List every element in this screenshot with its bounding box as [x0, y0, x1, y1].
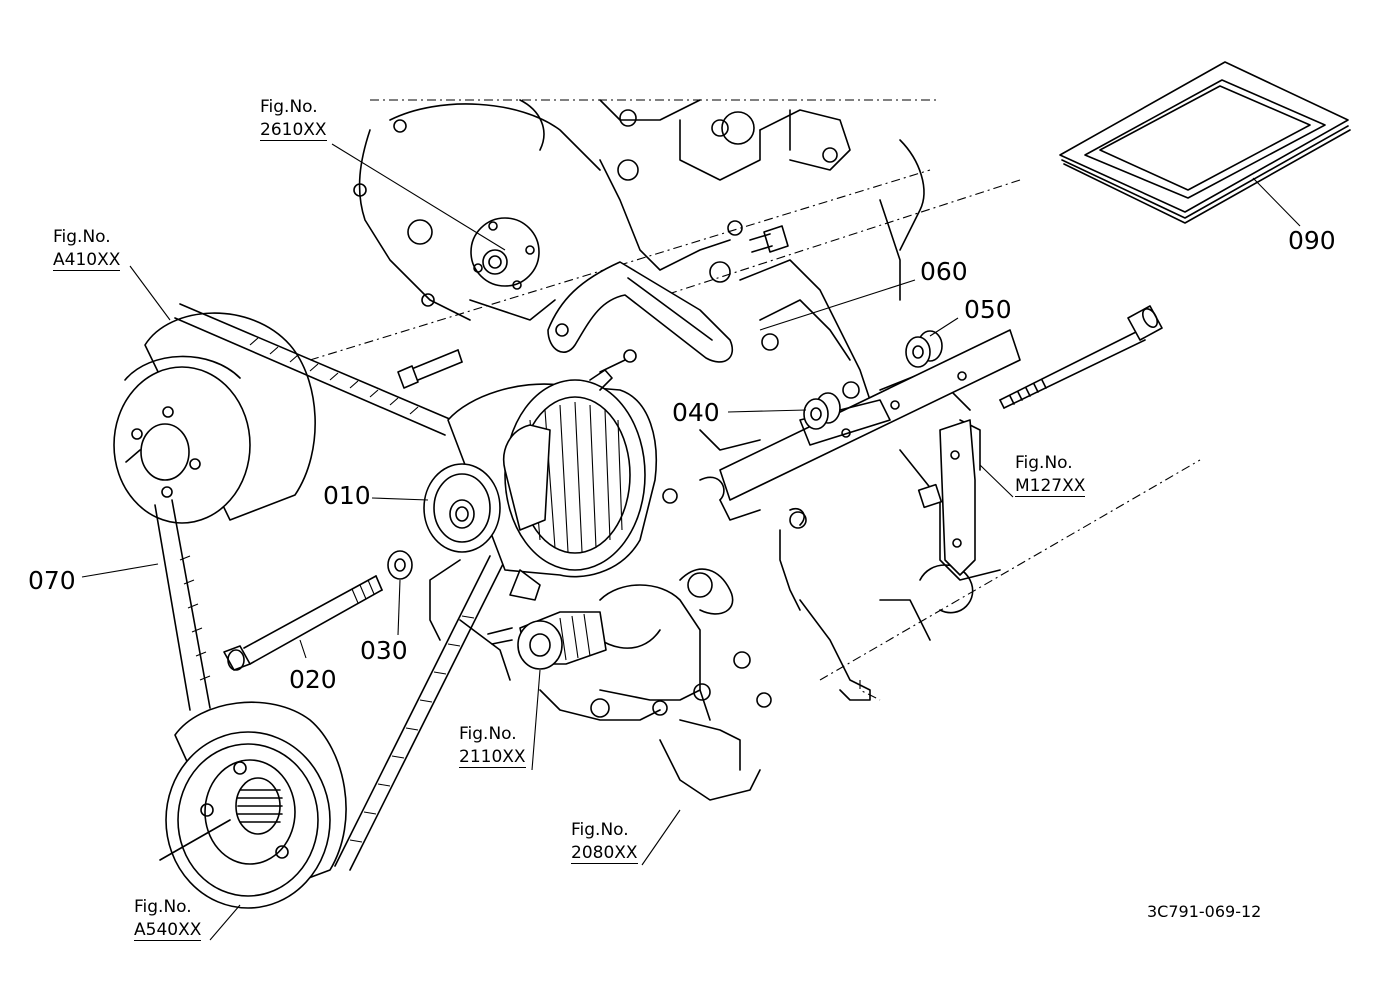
fig-ref-prefix: Fig.No.: [571, 820, 629, 840]
long-bolt-right: [999, 305, 1163, 409]
fig-ref-code: 2610XX: [260, 120, 327, 141]
part-number-060: 060: [920, 257, 968, 286]
leader-lines: [81, 143, 1301, 941]
fig-ref-prefix: Fig.No.: [134, 897, 192, 917]
part-number-040: 040: [672, 398, 720, 427]
alternator: [423, 349, 658, 601]
fig-ref-prefix: Fig.No.: [1015, 453, 1073, 473]
fig-ref-a540: Fig.No. A540XX: [134, 897, 202, 941]
part-number-020: 020: [289, 665, 337, 694]
part-number-010: 010: [323, 481, 371, 510]
fig-ref-2610: Fig.No. 2610XX: [260, 99, 327, 141]
instruction-booklet: [1059, 61, 1351, 224]
water-pump-hub: [469, 217, 556, 321]
pump-gear: [487, 611, 607, 670]
fig-ref-2080: Fig.No. 2080XX: [571, 822, 638, 864]
fig-ref-code: A410XX: [53, 250, 121, 271]
bolts-upper: [397, 225, 789, 389]
fig-ref-code: M127XX: [1015, 476, 1086, 497]
fig-ref-a410: Fig.No. A410XX: [53, 227, 121, 271]
fan-drive-pulley: [113, 312, 316, 524]
bracket-plate: [719, 329, 1021, 576]
bolt-020: [223, 575, 383, 671]
fig-ref-prefix: Fig.No.: [260, 97, 318, 117]
washer-030: [387, 550, 413, 580]
engine-block: [309, 99, 1201, 801]
crankshaft-pulley: [159, 701, 347, 909]
adjusting-arm: [547, 261, 733, 363]
fig-ref-code: 2080XX: [571, 843, 638, 864]
fig-ref-prefix: Fig.No.: [459, 724, 517, 744]
fan-belt: [154, 303, 506, 871]
fig-ref-2110: Fig.No. 2110XX: [459, 726, 526, 768]
drawing-reference: 3C791-069-12: [1147, 902, 1262, 921]
part-number-070: 070: [28, 566, 76, 595]
spacer-050: [905, 330, 943, 368]
spacer-040: [803, 392, 841, 430]
fig-ref-m127: Fig.No. M127XX: [1015, 453, 1086, 497]
part-number-030: 030: [360, 636, 408, 665]
part-number-090: 090: [1288, 226, 1336, 255]
fig-ref-code: A540XX: [134, 920, 202, 941]
fig-ref-code: 2110XX: [459, 747, 526, 768]
fig-ref-prefix: Fig.No.: [53, 227, 111, 247]
part-number-050: 050: [964, 295, 1012, 324]
